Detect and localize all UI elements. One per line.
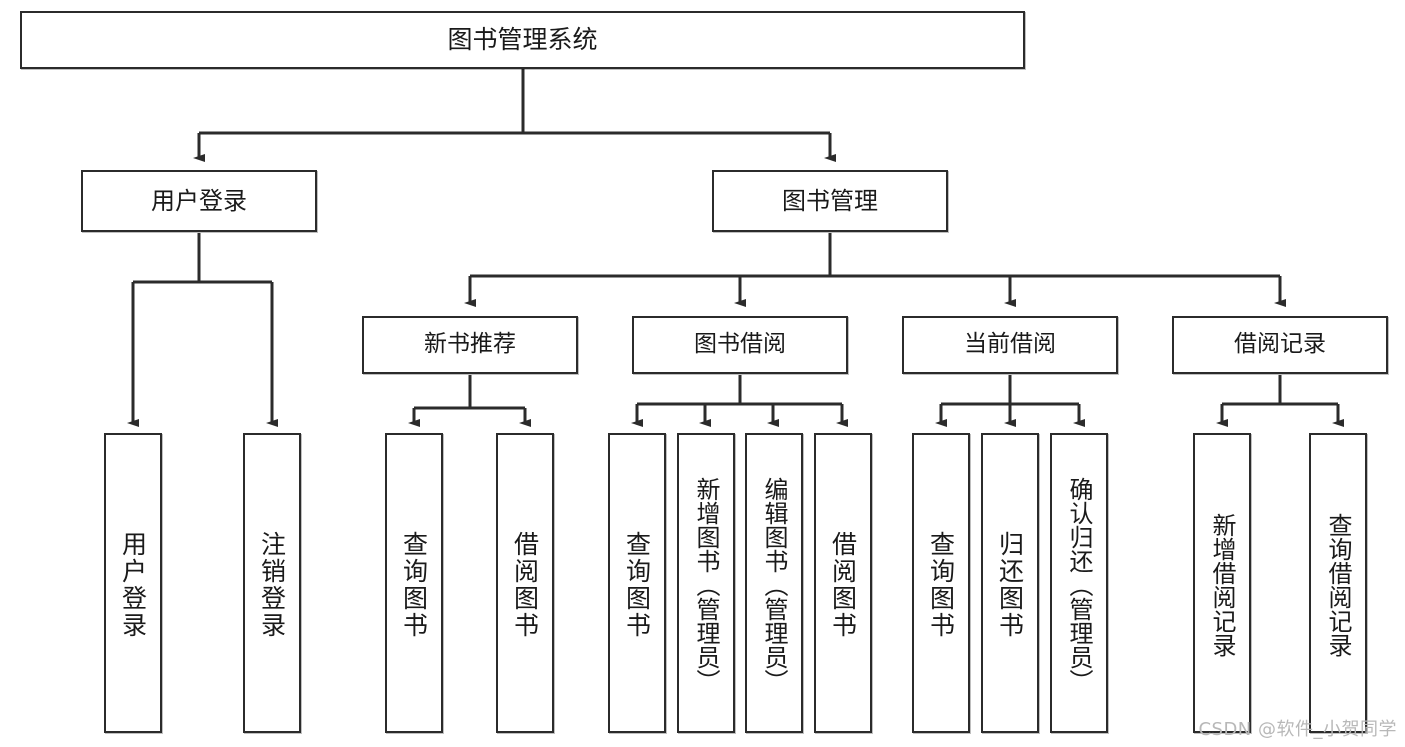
node-root[interactable]: 图书管理系统 [20, 11, 1025, 69]
node-leaf-return-book-label: 归还图书 [995, 531, 1025, 639]
node-current-borrow[interactable]: 当前借阅 [902, 316, 1118, 374]
node-leaf-logout[interactable]: 注销登录 [243, 433, 301, 733]
node-leaf-query-book-3[interactable]: 查询图书 [912, 433, 970, 733]
node-current-borrow-label: 当前借阅 [964, 331, 1056, 358]
node-leaf-borrow-book-2[interactable]: 借阅图书 [814, 433, 872, 733]
node-leaf-query-book-1-label: 查询图书 [399, 531, 429, 639]
node-leaf-add-record-label: 新增借阅记录 [1208, 513, 1236, 657]
node-leaf-user-login[interactable]: 用户登录 [104, 433, 162, 733]
node-leaf-borrow-book-1[interactable]: 借阅图书 [496, 433, 554, 733]
watermark: CSDN @软件_小贺同学 [1198, 719, 1397, 740]
node-leaf-edit-book[interactable]: 编辑图书（管理员） [745, 433, 803, 733]
node-leaf-confirm-return[interactable]: 确认归还（管理员） [1050, 433, 1108, 733]
node-leaf-query-book-2[interactable]: 查询图书 [608, 433, 666, 733]
node-leaf-logout-label: 注销登录 [257, 531, 287, 639]
node-book-management[interactable]: 图书管理 [712, 170, 948, 232]
node-root-label: 图书管理系统 [447, 25, 598, 54]
node-leaf-query-book-1[interactable]: 查询图书 [385, 433, 443, 733]
node-borrow-record[interactable]: 借阅记录 [1172, 316, 1388, 374]
node-leaf-query-book-3-label: 查询图书 [926, 531, 956, 639]
node-leaf-confirm-return-label: 确认归还（管理员） [1065, 477, 1093, 693]
node-new-book-recommend[interactable]: 新书推荐 [362, 316, 578, 374]
node-leaf-add-book[interactable]: 新增图书（管理员） [677, 433, 735, 733]
node-user-login-label: 用户登录 [151, 186, 247, 215]
node-book-borrow[interactable]: 图书借阅 [632, 316, 848, 374]
node-leaf-query-book-2-label: 查询图书 [622, 531, 652, 639]
node-leaf-query-record[interactable]: 查询借阅记录 [1309, 433, 1367, 733]
node-leaf-borrow-book-1-label: 借阅图书 [510, 531, 540, 639]
node-book-management-label: 图书管理 [782, 186, 878, 215]
node-leaf-edit-book-label: 编辑图书（管理员） [760, 477, 788, 693]
node-leaf-add-record[interactable]: 新增借阅记录 [1193, 433, 1251, 733]
node-borrow-record-label: 借阅记录 [1234, 331, 1326, 358]
node-leaf-add-book-label: 新增图书（管理员） [692, 477, 720, 693]
node-leaf-return-book[interactable]: 归还图书 [981, 433, 1039, 733]
node-user-login[interactable]: 用户登录 [81, 170, 317, 232]
node-book-borrow-label: 图书借阅 [694, 331, 786, 358]
node-leaf-borrow-book-2-label: 借阅图书 [828, 531, 858, 639]
node-leaf-user-login-label: 用户登录 [118, 531, 148, 639]
node-leaf-query-record-label: 查询借阅记录 [1324, 513, 1352, 657]
node-new-book-recommend-label: 新书推荐 [424, 331, 516, 358]
